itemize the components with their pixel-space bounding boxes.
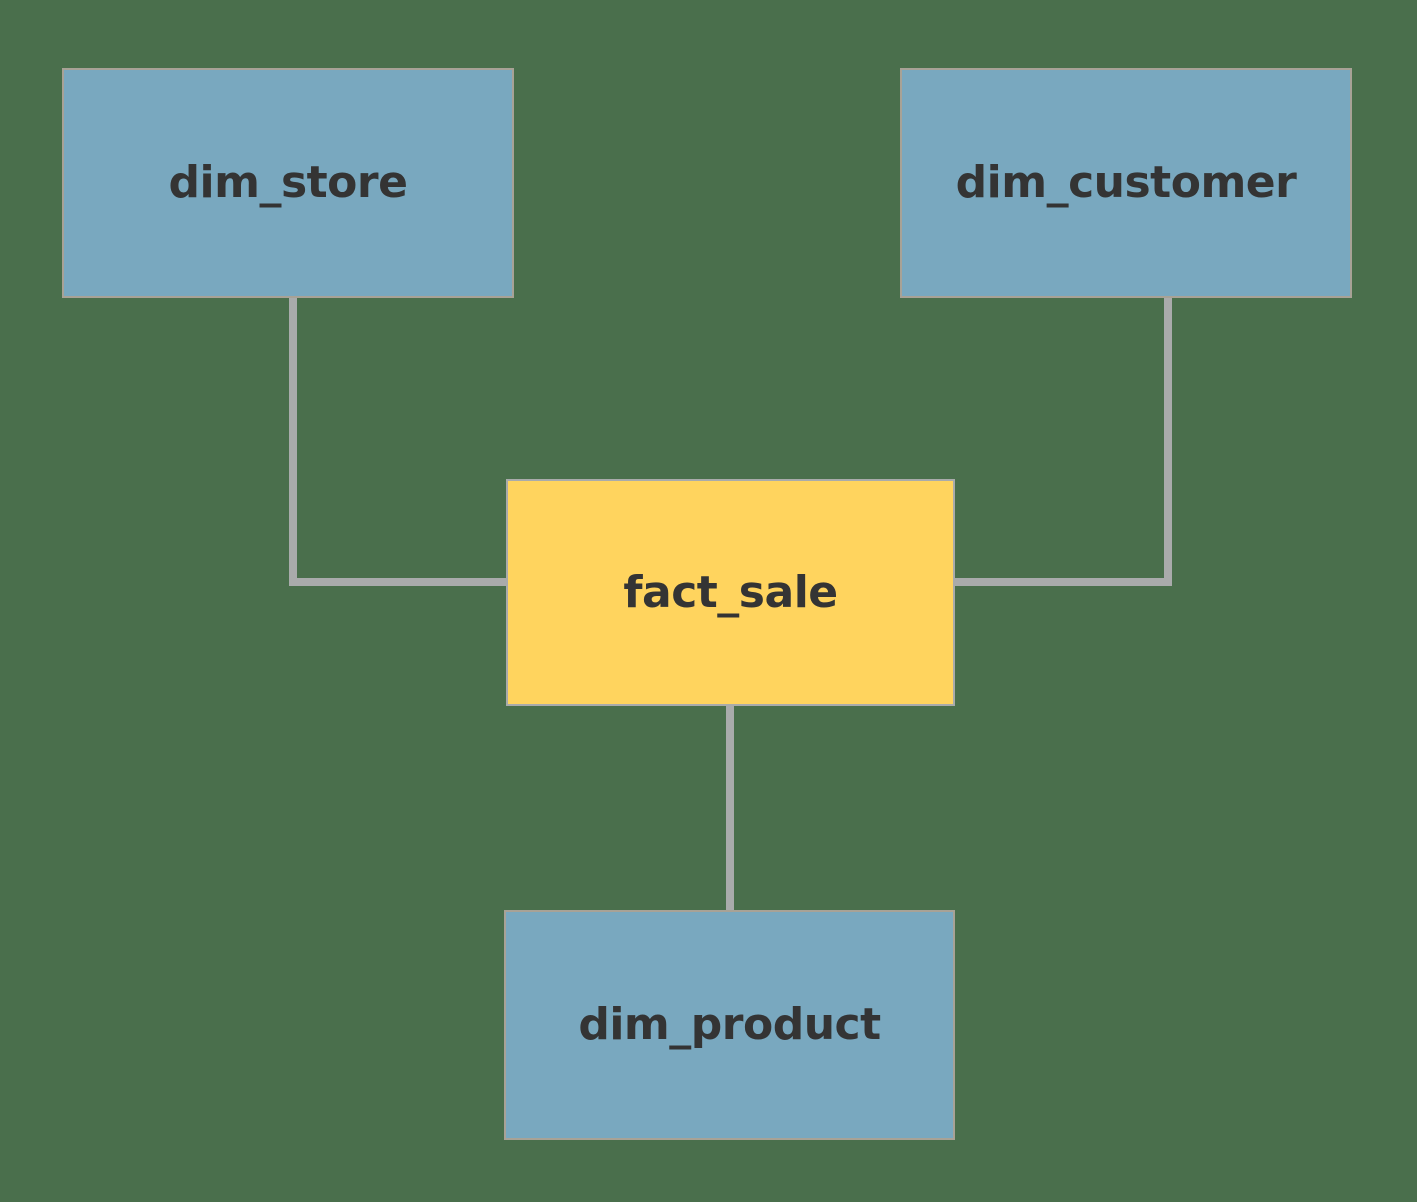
node-fact-sale-label: fact_sale — [623, 566, 838, 618]
node-dim-product[interactable]: dim_product — [504, 910, 955, 1140]
node-dim-store[interactable]: dim_store — [62, 68, 514, 298]
edge-store-to-fact — [289, 298, 506, 586]
edge-customer-to-fact — [955, 298, 1172, 586]
node-dim-customer[interactable]: dim_customer — [900, 68, 1352, 298]
node-dim-store-label: dim_store — [168, 157, 408, 208]
node-dim-customer-label: dim_customer — [955, 157, 1297, 208]
node-fact-sale[interactable]: fact_sale — [506, 479, 955, 706]
node-dim-product-label: dim_product — [578, 999, 881, 1050]
